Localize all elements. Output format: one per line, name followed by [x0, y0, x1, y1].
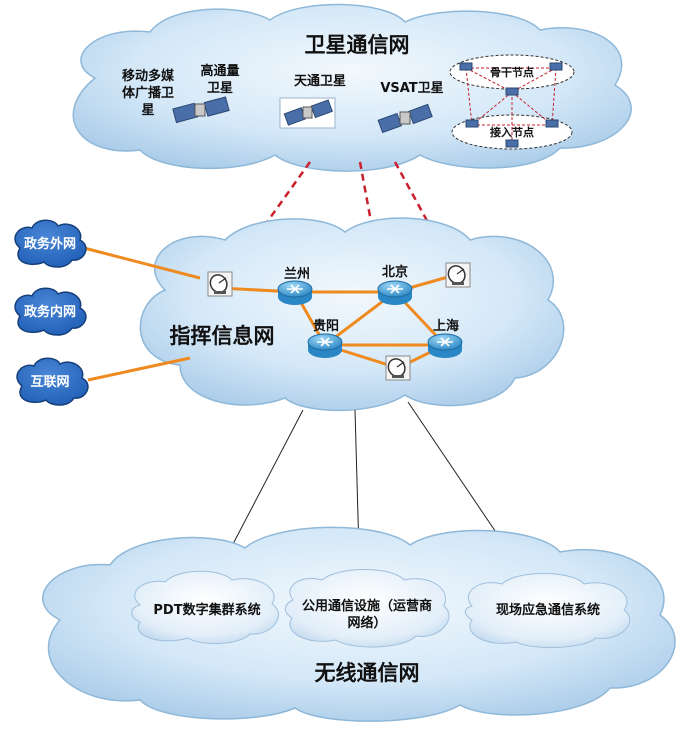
- wireless-network-title: 无线通信网: [315, 661, 420, 685]
- router-shanghai-icon: [427, 333, 463, 358]
- satellite-dish-icon: [385, 355, 411, 381]
- vsat-satellite-icon: [377, 103, 433, 134]
- pdt-label: PDT数字集群系统: [153, 602, 260, 618]
- high-throughput-label: 高通量 卫星: [200, 63, 239, 96]
- svg-text:高通量: 高通量: [200, 63, 239, 79]
- egov-internal-label: 政务内网: [24, 304, 76, 320]
- egov-internal-cloud: [14, 287, 87, 336]
- satellite-dish-icon: [207, 271, 233, 297]
- svg-text:星: 星: [141, 103, 154, 118]
- egov-external-label: 政务外网: [24, 236, 76, 252]
- city-label-beijing: 北京: [382, 264, 408, 280]
- node-mesh: [449, 54, 575, 150]
- pdt-subcloud: [131, 570, 279, 645]
- high-throughput-satellite-icon: [172, 96, 230, 124]
- internet-label: 互联网: [30, 375, 69, 390]
- public-facilities-subcloud: [284, 569, 450, 648]
- satellite-network-title: 卫星通信网: [305, 33, 410, 57]
- router-lanzhou-icon: [277, 280, 313, 305]
- city-label-lanzhou: 兰州: [284, 266, 310, 282]
- external-links: [83, 246, 201, 382]
- command-network-cloud: [139, 217, 565, 412]
- internet-cloud: [16, 357, 89, 406]
- mobile-broadcast-label: 移动多媒 体广播卫 星: [122, 68, 175, 118]
- access-node-label: 接入节点: [490, 125, 534, 139]
- router-guiyang-icon: [307, 333, 343, 358]
- city-label-shanghai: 上海: [433, 318, 459, 334]
- svg-text:卫星: 卫星: [207, 81, 233, 96]
- onsite-emergency-subcloud: [464, 573, 631, 649]
- svg-text:移动多媒: 移动多媒: [122, 68, 175, 84]
- tiantong-satellite-icon: [279, 97, 336, 129]
- public-facilities-label: 公用通信设施（运营商 网络）: [302, 598, 432, 631]
- vsat-label: VSAT卫星: [380, 81, 443, 96]
- backbone-node-label: 骨干节点: [490, 65, 534, 79]
- router-beijing-icon: [377, 280, 413, 305]
- city-label-guiyang: 贵阳: [313, 318, 339, 334]
- tiantong-label: 天通卫星: [294, 73, 346, 89]
- svg-text:公用通信设施（运营商: 公用通信设施（运营商: [302, 598, 432, 614]
- satellite-dish-icon: [445, 262, 471, 288]
- onsite-emergency-label: 现场应急通信系统: [496, 602, 600, 618]
- svg-text:体广播卫: 体广播卫: [122, 85, 174, 101]
- egov-external-cloud: [14, 219, 87, 268]
- svg-text:网络）: 网络）: [347, 615, 386, 631]
- command-network-title: 指挥信息网: [170, 324, 275, 348]
